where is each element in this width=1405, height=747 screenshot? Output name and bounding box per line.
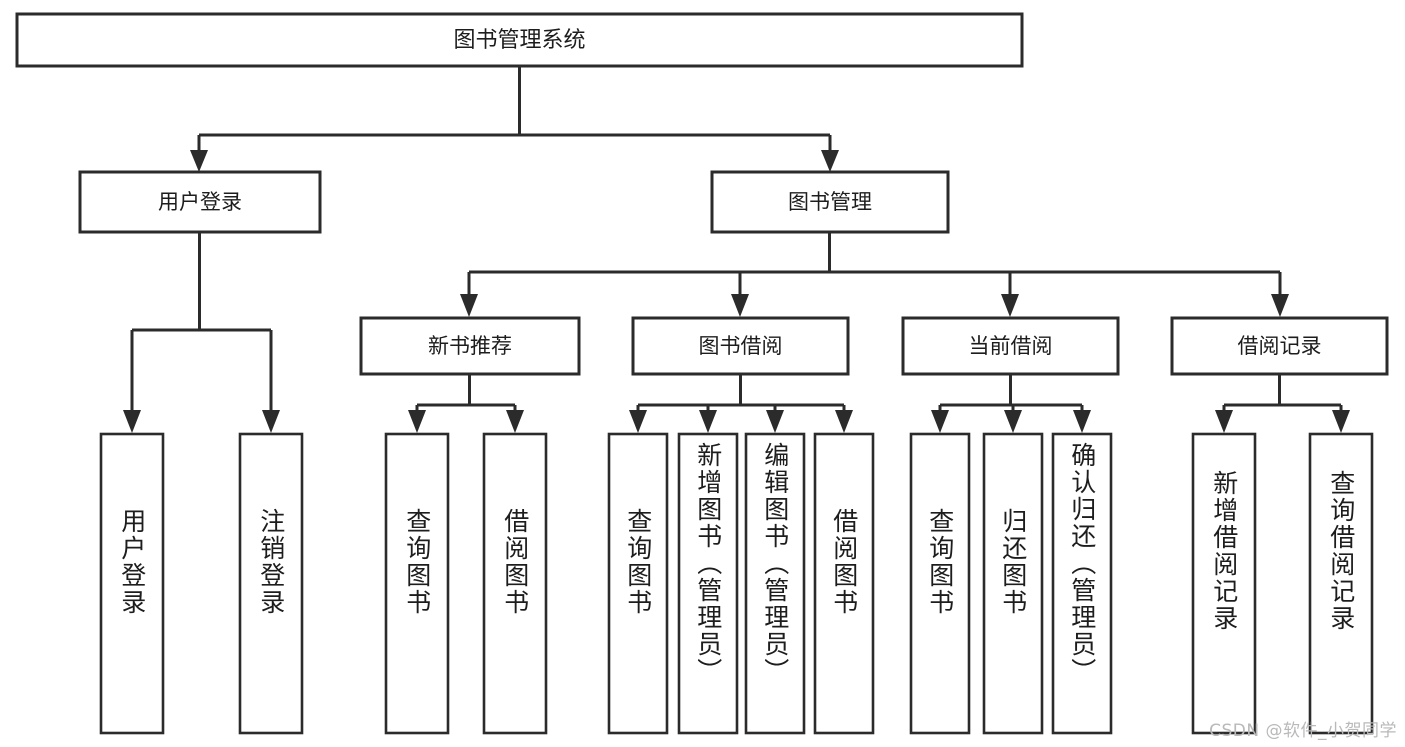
node-user-login[interactable]: 用户登录 xyxy=(78,170,322,234)
connector-layer xyxy=(123,66,1350,433)
arrow-head-book-borrow xyxy=(731,294,749,317)
leaf-box-layer xyxy=(99,432,1374,735)
node-borrow-record-label: 借阅记录 xyxy=(1238,334,1322,358)
node-current-borrow-box[interactable] xyxy=(901,316,1120,376)
leaf-box-add-record[interactable] xyxy=(1191,432,1257,735)
arrow-head-borrow-record xyxy=(1271,294,1289,317)
arrow-head-leaf-add-record xyxy=(1215,410,1233,433)
node-book-borrow-label: 图书借阅 xyxy=(699,334,783,358)
arrow-head-leaf-edit-book xyxy=(766,410,784,433)
node-current-borrow-label: 当前借阅 xyxy=(969,334,1053,358)
node-borrow-record[interactable]: 借阅记录 xyxy=(1170,316,1389,376)
node-borrow-record-box[interactable] xyxy=(1170,316,1389,376)
leaf-box-logout[interactable] xyxy=(238,432,304,735)
arrow-head-leaf-borrow-book xyxy=(835,410,853,433)
node-user-login-box[interactable] xyxy=(78,170,322,234)
arrow-head-leaf-logout xyxy=(262,410,280,433)
csdn-watermark: CSDN @软件_小贺同学 xyxy=(1209,721,1397,741)
node-book-borrow[interactable]: 图书借阅 xyxy=(631,316,850,376)
arrow-head-new-book-recommend xyxy=(460,294,478,317)
arrow-head-leaf-confirm-return xyxy=(1073,410,1091,433)
node-new-book-recommend[interactable]: 新书推荐 xyxy=(359,316,581,376)
leaf-box-user-login[interactable] xyxy=(99,432,165,735)
leaf-box-confirm-return[interactable] xyxy=(1051,432,1113,735)
node-current-borrow[interactable]: 当前借阅 xyxy=(901,316,1120,376)
arrow-head-leaf-return-book xyxy=(1004,410,1022,433)
node-root[interactable]: 图书管理系统 xyxy=(15,12,1024,68)
arrow-head-leaf-borrow-book-rec xyxy=(506,410,524,433)
node-book-borrow-box[interactable] xyxy=(631,316,850,376)
leaf-box-edit-book[interactable] xyxy=(744,432,806,735)
node-root-label: 图书管理系统 xyxy=(453,28,585,53)
arrow-head-leaf-add-book xyxy=(699,410,717,433)
leaf-box-return-book[interactable] xyxy=(982,432,1044,735)
arrow-head-book-manage xyxy=(821,150,839,172)
leaf-box-borrow-book-rec[interactable] xyxy=(482,432,548,735)
arrow-head-leaf-query-record xyxy=(1332,410,1350,433)
arrow-head-leaf-user-login xyxy=(123,410,141,433)
node-root-box[interactable] xyxy=(15,12,1024,68)
node-book-manage[interactable]: 图书管理 xyxy=(710,170,950,234)
leaf-box-borrow-book[interactable] xyxy=(813,432,875,735)
node-book-manage-box[interactable] xyxy=(710,170,950,234)
leaf-box-query-record[interactable] xyxy=(1308,432,1374,735)
node-new-book-recommend-box[interactable] xyxy=(359,316,581,376)
node-new-book-recommend-label: 新书推荐 xyxy=(428,334,512,358)
arrow-head-leaf-query-book-cur xyxy=(931,410,949,433)
leaf-box-query-book-cur[interactable] xyxy=(909,432,971,735)
arrow-head-current-borrow xyxy=(1001,294,1019,317)
node-user-login-label: 用户登录 xyxy=(158,190,242,214)
arrow-head-leaf-query-book-rec xyxy=(408,410,426,433)
leaf-box-add-book[interactable] xyxy=(677,432,739,735)
leaf-box-query-book-rec[interactable] xyxy=(384,432,450,735)
arrow-head-user-login xyxy=(190,150,208,172)
node-book-manage-label: 图书管理 xyxy=(788,190,872,214)
leaf-box-query-book[interactable] xyxy=(607,432,669,735)
arrow-head-leaf-query-book xyxy=(629,410,647,433)
